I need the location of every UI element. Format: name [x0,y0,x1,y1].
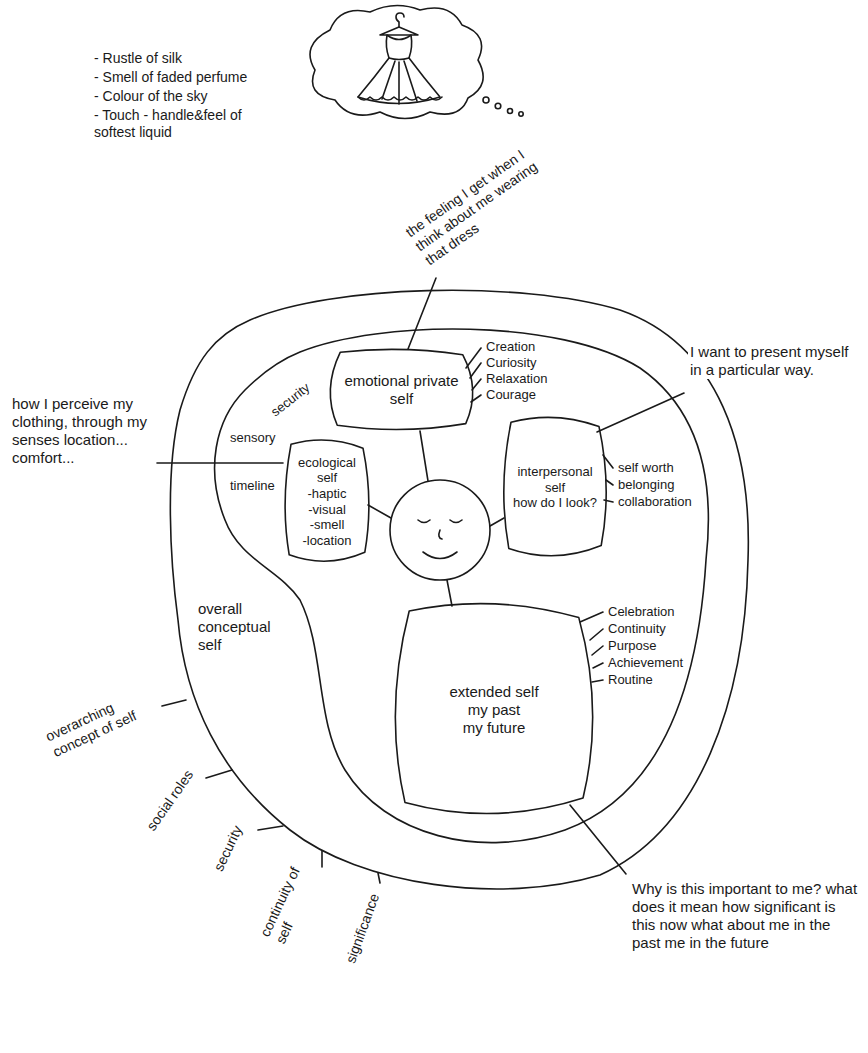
facet-word: belonging [616,477,676,493]
tick-line [162,700,186,706]
node-title: ecological self [294,455,360,486]
thought-dot [508,109,513,114]
outer-word: social roles [142,765,198,835]
tick-line [606,480,613,485]
facet-word: Continuity [606,621,668,637]
node-title: extended self [414,683,574,701]
ecological-lobe: ecological self-haptic-visual-smell-loca… [282,438,372,565]
leader-line [597,393,684,432]
emotional-lobe: emotional private self [325,348,478,432]
node-content: ecological self-haptic-visual-smell-loca… [294,455,360,549]
tick-line [378,873,380,883]
tick-line [580,612,603,622]
thought-cloud [310,5,483,118]
face-nose [439,530,442,539]
spoke-line [490,518,504,526]
facet-word: collaboration [616,494,694,510]
tick-line [592,646,603,655]
tick-line [321,851,323,867]
node-text: how do I look? [510,495,600,511]
outer-outline [170,290,748,889]
interpersonal-lobe: interpersonal selfhow do I look? [500,415,610,560]
dress-bodice [386,35,411,60]
extended-lobe: extended selfmy pastmy future [388,600,600,820]
dress-hem [358,97,442,100]
node-content: interpersonal selfhow do I look? [510,464,600,511]
facet-word: Curiosity [484,355,539,371]
callout-note: the feeling I get when I think about me … [401,131,569,270]
band-word: timeline [228,478,277,494]
inner-outline [215,329,709,843]
node-title: overall conceptual self [198,600,290,654]
dress-fold [398,62,400,104]
sense-note: - Touch - handle&feel of softest liquid [92,107,277,141]
tick-line [470,363,481,378]
node-title: emotional private self [343,372,460,408]
lobe-outline [395,604,592,814]
thought-dot [495,103,501,109]
callout-note: I want to present myself in a particular… [688,343,860,379]
facet-word: Routine [606,672,655,688]
lobe-outline [330,349,472,429]
spoke-line [368,505,391,518]
spoke-line [420,431,428,481]
lobe-outline [285,440,369,561]
facet-word: Purpose [606,638,658,654]
node-text: -smell [294,517,360,533]
band-word: sensory [228,430,278,446]
spoke-line [447,580,452,606]
node-text: my future [414,719,574,737]
face-smile [423,552,457,559]
face-eye [418,520,430,523]
facet-word: Relaxation [484,371,549,387]
hanger-bar [380,27,418,35]
facet-word: Creation [484,339,537,355]
dress-fold [404,61,417,101]
outer-word: significance [341,889,383,967]
lobe-outline [504,417,606,555]
sense-note: - Rustle of silk [92,50,277,67]
node-text: -visual [294,502,360,518]
conceptual-self-band: overall conceptual self emotional private… [165,285,750,890]
dress-fold [382,61,395,99]
node-text: my past [414,701,574,719]
question-note: Why is this important to me? what does i… [630,880,860,952]
node-title: interpersonal self [510,464,600,495]
thought-dot [519,112,523,116]
facet-word: self worth [616,460,676,476]
outer-word: continuity of self [256,861,320,948]
outer-word: security [209,821,246,875]
sense-note: - Smell of faded perfume [92,69,277,86]
callout-note: how I perceive my clothing, through my s… [10,395,152,467]
node-content: emotional private self [343,372,460,408]
thought-dot [483,97,489,103]
node-text: -location [294,533,360,549]
outer-word: overarching concept of self [41,682,159,761]
facet-word: Courage [484,387,538,403]
band-word: security [266,379,314,421]
face-eye [450,520,462,523]
sense-note: - Colour of the sky [92,88,277,105]
tick-line [593,663,603,668]
hanger-hook [396,13,404,27]
node-text: -haptic [294,486,360,502]
facet-word: Achievement [606,655,685,671]
leader-line [157,462,283,464]
face-outline [390,480,490,580]
facet-word: Celebration [606,604,677,620]
leader-line [408,278,436,349]
tick-line [590,629,603,640]
leader-line [570,805,626,874]
tick-line [258,826,283,830]
tick-line [592,680,603,682]
tick-line [206,770,232,778]
node-content: extended selfmy pastmy future [414,683,574,737]
